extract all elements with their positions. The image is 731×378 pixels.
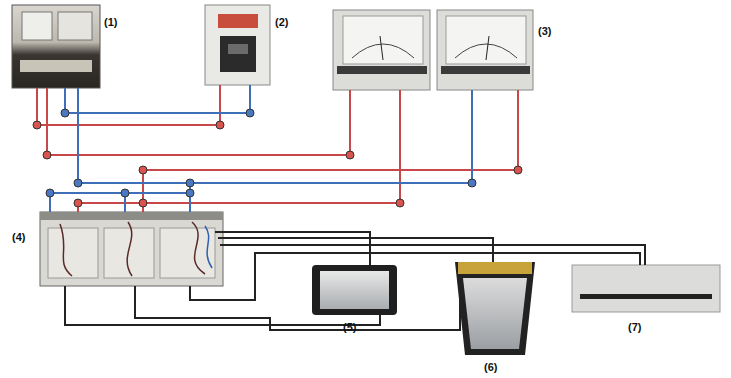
callout-number: (3) [538,26,551,37]
load-wire [220,245,645,265]
ac-unit-photo [572,265,720,312]
meter-scale [446,16,526,64]
lamp-glass [463,278,527,349]
meter-arc [455,44,517,58]
panel-section [48,228,98,278]
junction-dot [74,179,82,187]
load-wire [218,238,493,262]
floodlight-photo [312,265,397,315]
meter-face [22,12,52,40]
junction-dot [216,121,224,129]
meter-base [337,66,427,74]
meter-arc [352,44,414,58]
callout-number: (5) [343,322,356,333]
meter-display [228,44,248,54]
meter-photo [205,5,270,85]
callout-number: (7) [628,322,641,333]
callout-number: (4) [12,232,25,243]
meter-label [218,14,258,28]
junction-dot [46,189,54,197]
junction-dot [514,166,522,174]
load-wire [65,286,380,325]
terminal-strip [20,60,92,72]
junction-dot [139,199,147,207]
blue-wire [78,88,472,183]
junction-dot [396,199,404,207]
floodlight-lens [320,271,389,309]
junction-dot [33,121,41,129]
junction-dot [186,189,194,197]
analog-meter-photo [437,10,533,90]
callout-number: (6) [484,362,497,373]
blue-wire [50,193,190,212]
lamp-photo [455,262,535,355]
junction-dot [246,109,254,117]
meter-needle [486,36,489,60]
meter-needle [380,36,383,60]
red-wire [47,88,350,155]
panel-wiring [60,222,205,276]
lamp-top [458,262,532,274]
callout-number: (2) [275,17,288,28]
panel-rail [40,212,223,220]
load-wire [215,232,370,265]
junction-dot [74,199,82,207]
junction-dot [346,151,354,159]
meter-display [220,36,256,72]
red-wire [78,90,400,212]
junction-dot [468,179,476,187]
panel-wiring [205,226,212,268]
meter-face [58,12,92,40]
blue-wire [65,85,250,113]
meter-base [441,66,530,74]
junction-dot [186,179,194,187]
junction-dot [121,189,129,197]
junction-dot [43,151,51,159]
panel-photo [40,212,223,286]
load-wire [135,286,460,330]
analog-meter-photo [333,10,430,90]
load-wire [190,253,640,300]
callout-number: (1) [104,17,117,28]
meter-scale [343,16,423,64]
red-wire [143,90,518,212]
meter-photo [12,5,100,88]
junction-dot [61,109,69,117]
junction-dot [139,166,147,174]
ac-vent [580,294,712,299]
